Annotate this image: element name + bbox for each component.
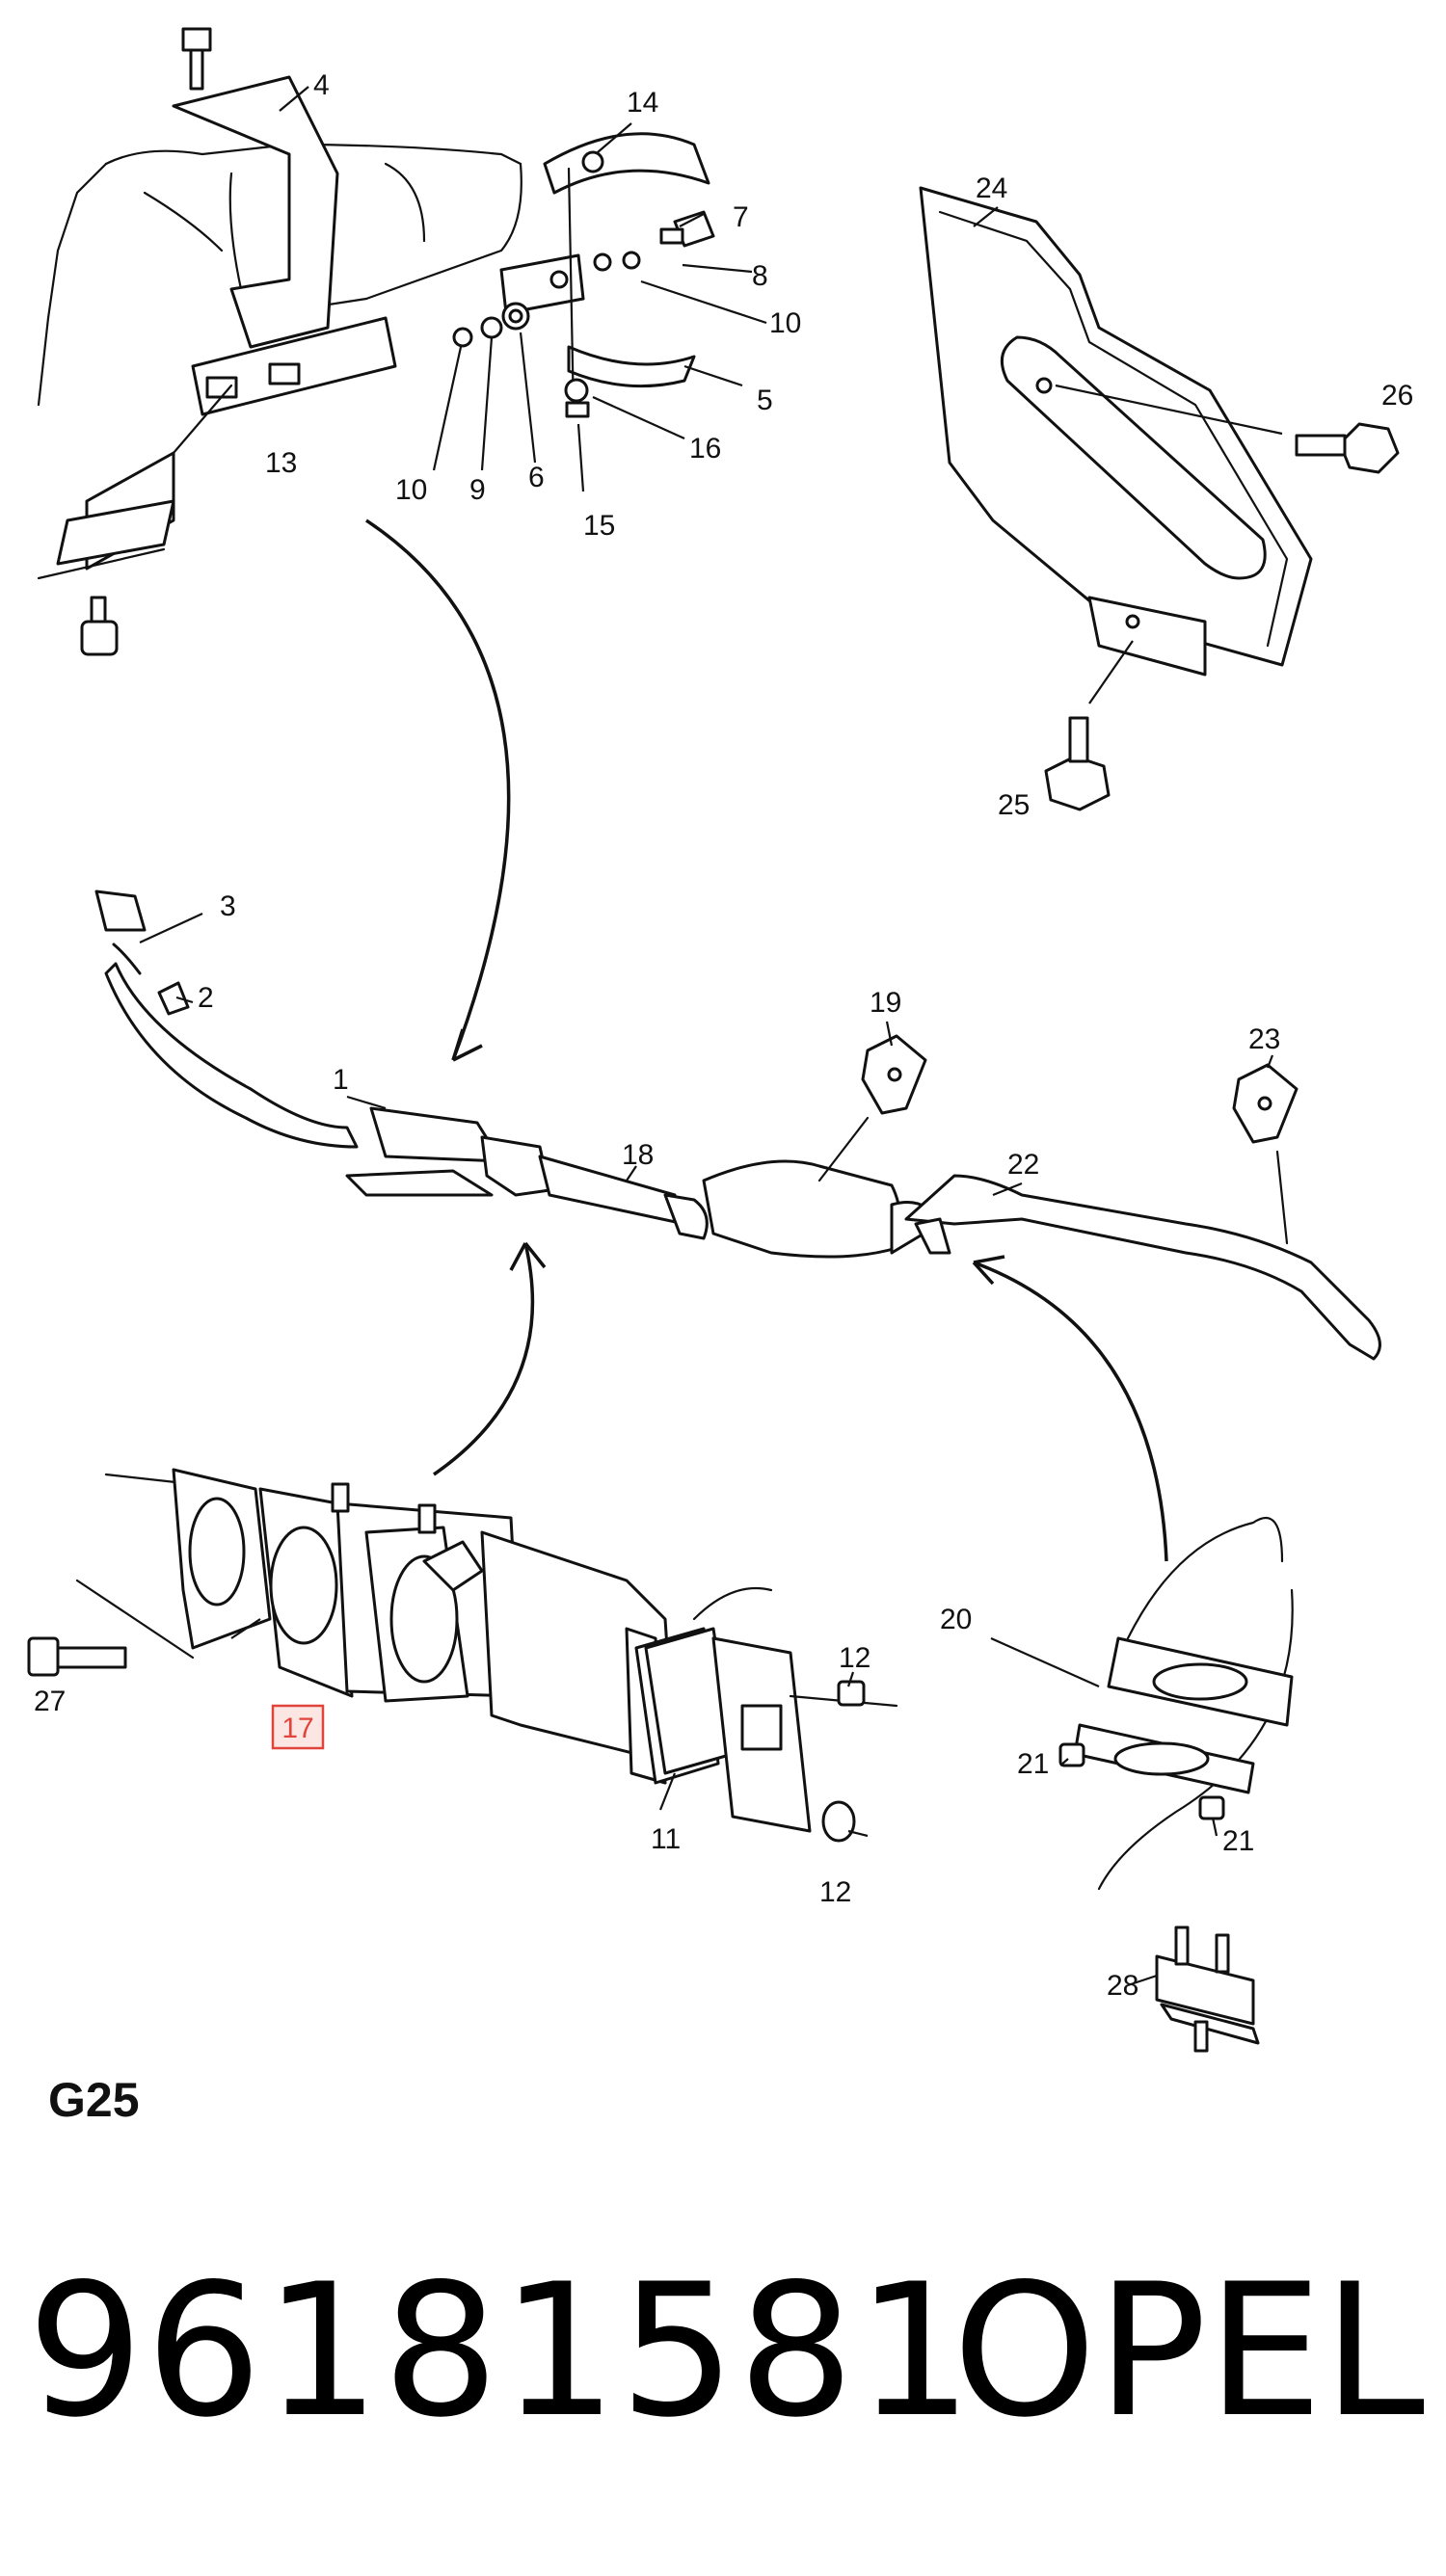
callout-28: 28: [1107, 1970, 1138, 2002]
callout-22: 22: [1007, 1149, 1039, 1181]
callout-3: 3: [220, 890, 236, 922]
callout-21-left: 21: [1017, 1748, 1049, 1780]
callout-leader-lines: [139, 86, 1283, 1987]
callout-8: 8: [752, 260, 768, 292]
callout-26: 26: [1381, 380, 1413, 412]
callout-21-right: 21: [1222, 1825, 1254, 1857]
hanger-clamp-assembly: [452, 132, 715, 418]
section-code: G25: [48, 2073, 140, 2127]
flange-gasket-detail: [1058, 1516, 1294, 2053]
exhaust-system-diagram: 17: [27, 27, 1413, 2053]
callout-25: 25: [998, 789, 1030, 821]
part-number: 96181581: [27, 2244, 976, 2457]
callout-4: 4: [313, 69, 330, 101]
callout-10-left: 10: [395, 474, 427, 506]
callout-9: 9: [469, 474, 486, 506]
callout-5: 5: [757, 385, 773, 416]
callout-17: 17: [281, 1713, 313, 1744]
callout-6: 6: [528, 462, 545, 493]
callout-12-bottom: 12: [819, 1876, 851, 1908]
highlighted-callout-17[interactable]: 17: [271, 1704, 325, 1750]
callout-13: 13: [265, 447, 297, 479]
callout-2: 2: [198, 982, 214, 1014]
brand-name: OPEL: [951, 2244, 1425, 2457]
callout-7: 7: [733, 201, 749, 233]
callout-labels: 4 14 7 8 10 5 16 13 10 9 6 15 24 26 25 3…: [34, 69, 1413, 2002]
callout-23: 23: [1248, 1023, 1280, 1055]
exhaust-pipe-run: [94, 890, 1381, 1361]
callout-16: 16: [689, 433, 721, 465]
callout-15: 15: [583, 510, 615, 542]
transmission-mount-assembly: [37, 27, 522, 656]
callout-24: 24: [976, 173, 1007, 204]
callout-19: 19: [870, 987, 901, 1019]
catalytic-converter-detail: [27, 1468, 898, 1843]
callout-18: 18: [622, 1139, 654, 1171]
callout-14: 14: [627, 87, 658, 119]
callout-11: 11: [651, 1823, 681, 1855]
direction-arrows: [365, 518, 1168, 1562]
callout-12-top: 12: [839, 1642, 870, 1674]
callout-1: 1: [333, 1064, 349, 1096]
callout-27: 27: [34, 1686, 66, 1717]
callout-20: 20: [940, 1604, 972, 1635]
heat-shield: [919, 186, 1400, 811]
callout-10-right: 10: [769, 307, 801, 339]
